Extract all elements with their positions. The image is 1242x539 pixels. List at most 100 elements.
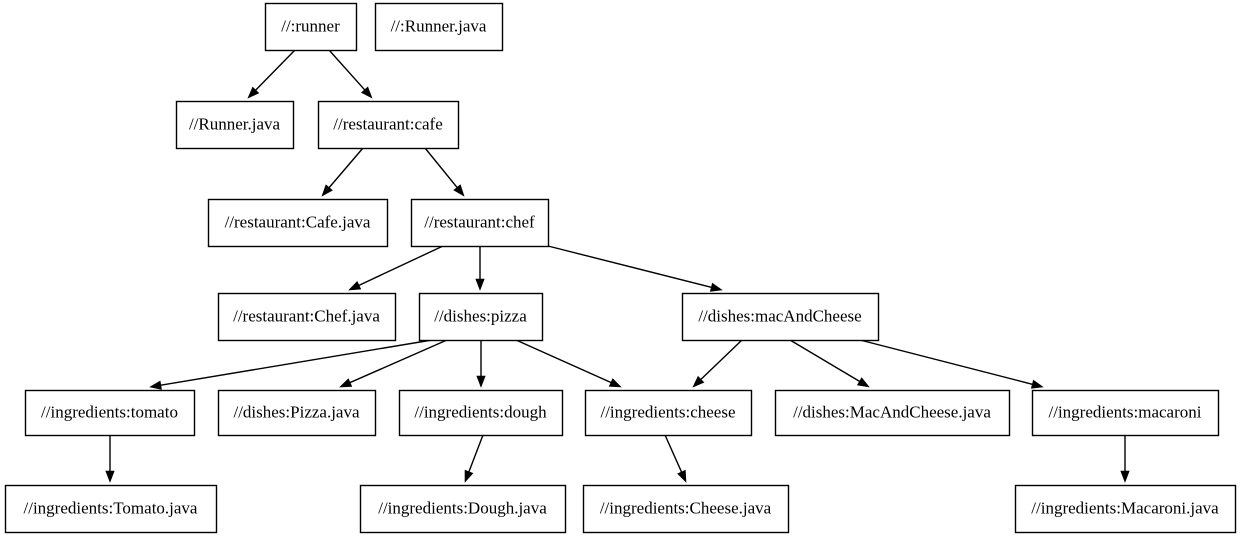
node-box[interactable] (217, 292, 397, 342)
node-box[interactable] (359, 484, 567, 534)
node-box[interactable] (681, 292, 880, 342)
edge-line (547, 245, 712, 288)
graph-node-restaurant_cafe[interactable]: //restaurant:cafe (317, 100, 460, 150)
graph-node-dishes_pizza[interactable]: //dishes:pizza (418, 292, 544, 342)
node-box[interactable] (4, 484, 218, 534)
graph-edge (475, 246, 485, 291)
graph-edge (476, 340, 486, 388)
graph-edge (664, 434, 687, 483)
graph-node-restaurant_chef[interactable]: //restaurant:chef (410, 198, 550, 248)
node-label: //dishes:macAndCheese (698, 306, 861, 325)
node-label: //ingredients:dough (414, 402, 547, 421)
edge-line (664, 434, 683, 473)
edge-line (358, 245, 444, 286)
node-label: //restaurant:chef (424, 212, 535, 231)
graph-node-dishes_pizza_java[interactable]: //dishes:Pizza.java (217, 389, 377, 437)
edge-line (255, 49, 296, 91)
node-box[interactable] (1031, 389, 1220, 437)
graph-node-ingredients_cheese[interactable]: //ingredients:cheese (584, 389, 753, 437)
edge-line (859, 339, 1033, 385)
node-label: //ingredients:cheese (600, 402, 735, 421)
edge-arrowhead (149, 380, 162, 390)
graph-edge (247, 49, 296, 99)
graph-edge (547, 245, 723, 292)
node-box[interactable] (317, 100, 460, 150)
edge-line (468, 434, 484, 472)
node-box[interactable] (264, 2, 358, 52)
node-box[interactable] (207, 198, 389, 248)
graph-node-root_runner_java[interactable]: //:Runner.java (374, 2, 504, 52)
graph-edge (424, 147, 465, 197)
graph-node-ingredients_tomato_java[interactable]: //ingredients:Tomato.java (4, 484, 218, 534)
edge-arrowhead (339, 378, 353, 388)
graph-node-ingredients_dough[interactable]: //ingredients:dough (398, 389, 564, 437)
graph-node-ingredients_dough_java[interactable]: //ingredients:Dough.java (359, 484, 567, 534)
graph-node-ingredients_macaroni_java[interactable]: //ingredients:Macaroni.java (1014, 484, 1237, 534)
graph-edge (328, 49, 373, 99)
graph-node-ingredients_cheese_java[interactable]: //ingredients:Cheese.java (582, 484, 790, 534)
node-box[interactable] (774, 389, 1011, 437)
node-label: //dishes:Pizza.java (233, 402, 360, 421)
node-box[interactable] (418, 292, 544, 342)
graph-edge (149, 339, 433, 390)
node-label: //restaurant:Chef.java (233, 306, 380, 325)
node-box[interactable] (175, 100, 295, 150)
edge-arrowhead (247, 86, 260, 99)
node-label: //ingredients:Macaroni.java (1031, 498, 1219, 517)
node-label: //ingredients:Dough.java (378, 498, 547, 517)
node-label: //dishes:MacAndCheese.java (793, 402, 991, 421)
graph-node-runner[interactable]: //:runner (264, 2, 358, 52)
edges-layer (105, 49, 1130, 483)
node-label: //dishes:pizza (434, 306, 527, 325)
graph-node-ingredients_macaroni[interactable]: //ingredients:macaroni (1031, 389, 1220, 437)
node-label: //restaurant:Cafe.java (225, 212, 371, 231)
edge-line (160, 339, 433, 386)
graph-node-restaurant_cafe_java[interactable]: //restaurant:Cafe.java (207, 198, 389, 248)
edge-arrowhead (105, 470, 115, 483)
edge-arrowhead (1030, 379, 1044, 389)
graph-edge (321, 147, 364, 197)
node-label: //ingredients:macaroni (1049, 402, 1202, 421)
edge-arrowhead (475, 278, 485, 291)
graph-node-runner_java[interactable]: //Runner.java (175, 100, 295, 150)
graph-node-dishes_macandcheese[interactable]: //dishes:macAndCheese (681, 292, 880, 342)
node-label: //ingredients:tomato (41, 402, 178, 421)
edge-line (328, 147, 364, 189)
edge-arrowhead (361, 86, 373, 99)
node-box[interactable] (374, 2, 504, 52)
node-box[interactable] (582, 484, 790, 534)
graph-edge (1120, 435, 1130, 483)
graph-node-dishes_macandcheese_java[interactable]: //dishes:MacAndCheese.java (774, 389, 1011, 437)
graph-edge (515, 339, 622, 388)
node-box[interactable] (584, 389, 753, 437)
node-box[interactable] (398, 389, 564, 437)
node-box[interactable] (217, 389, 377, 437)
node-box[interactable] (1014, 484, 1237, 534)
graph-edge (339, 339, 448, 388)
graph-edge (859, 339, 1044, 389)
edge-line (328, 49, 366, 91)
node-label: //:Runner.java (391, 16, 487, 35)
node-label: //Runner.java (189, 114, 281, 133)
graph-node-ingredients_tomato[interactable]: //ingredients:tomato (24, 389, 196, 437)
node-box[interactable] (24, 389, 196, 437)
edge-line (424, 147, 458, 188)
nodes-layer: //:runner //:Runner.java //Runner.java //re… (4, 2, 1237, 534)
edge-arrowhead (476, 375, 486, 388)
edge-line (700, 339, 743, 380)
graph-edge (348, 245, 444, 291)
edge-arrowhead (692, 375, 705, 388)
graph-edge (789, 339, 870, 388)
edge-arrowhead (348, 281, 362, 291)
node-label: //ingredients:Tomato.java (24, 498, 198, 517)
edge-line (789, 339, 860, 382)
edge-arrowhead (856, 377, 870, 388)
edge-arrowhead (709, 282, 723, 292)
graph-node-restaurant_chef_java[interactable]: //restaurant:Chef.java (217, 292, 397, 342)
graph-edge (464, 434, 484, 483)
edge-arrowhead (453, 184, 465, 197)
node-box[interactable] (410, 198, 550, 248)
graph-edge (692, 339, 743, 388)
